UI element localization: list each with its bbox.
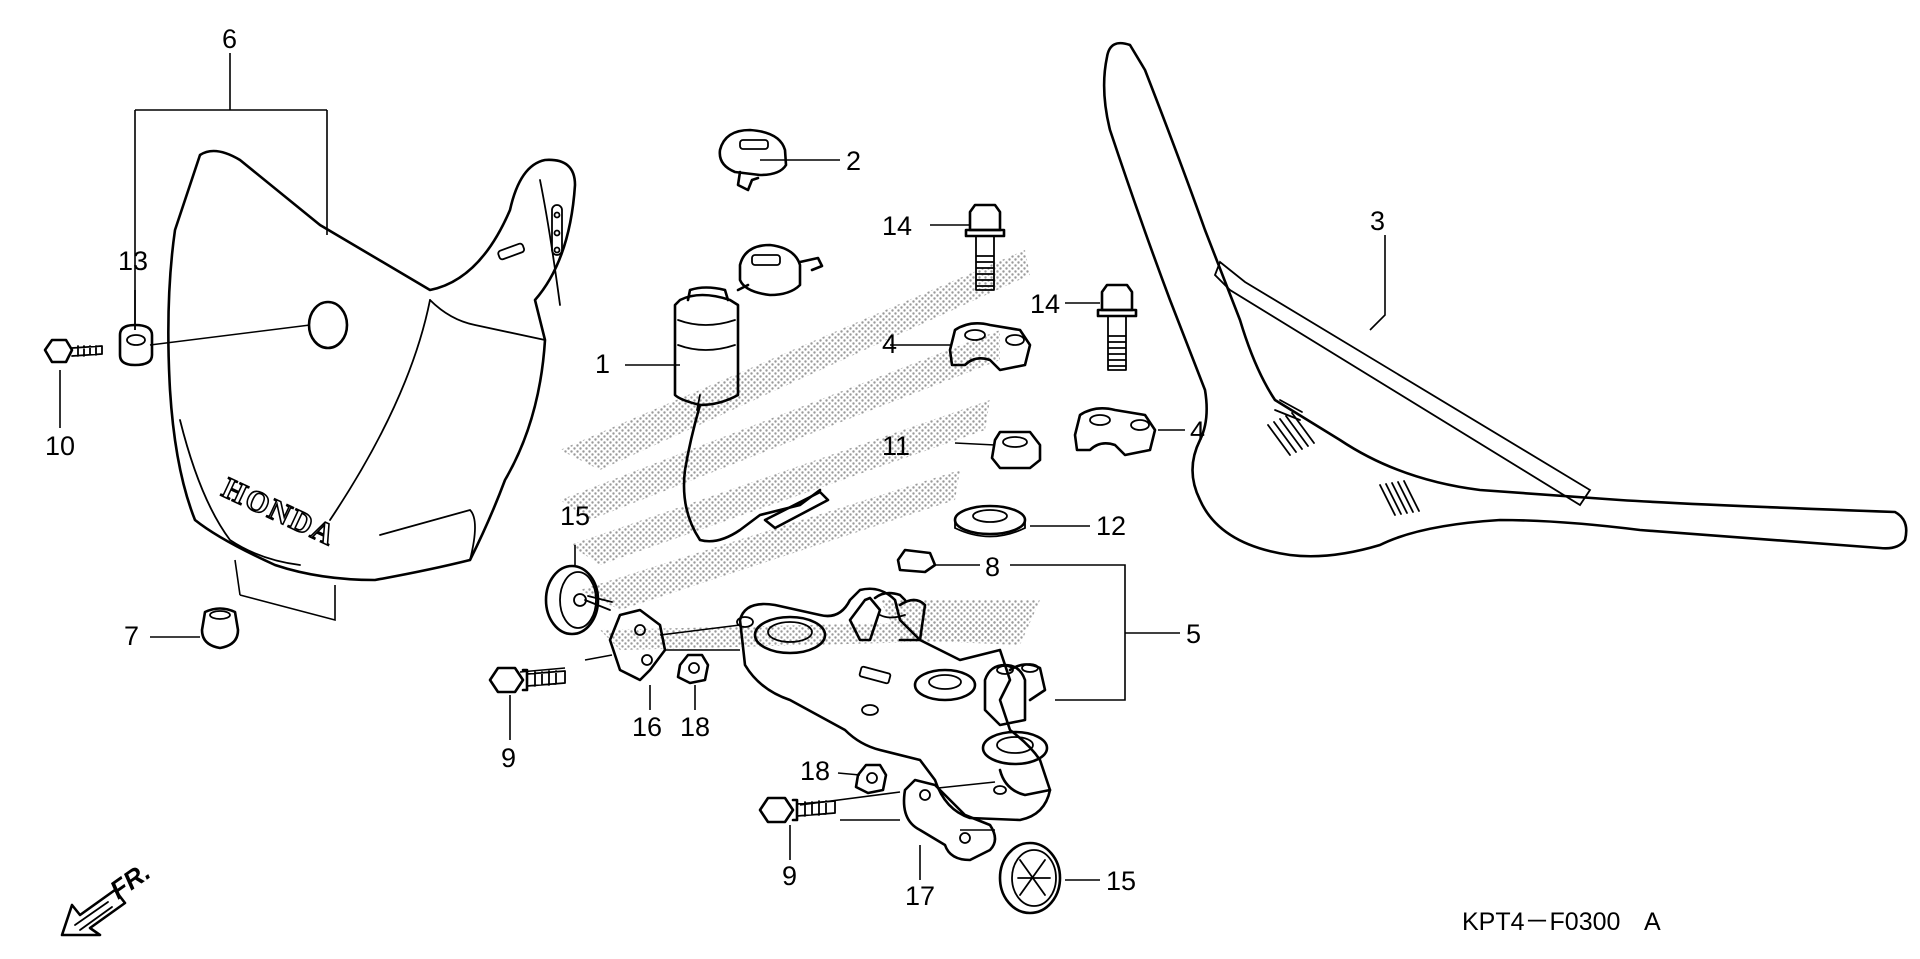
diagram-reference: KPT4－F0300 A (1462, 908, 1661, 936)
callout-17: 17 (905, 881, 935, 911)
flange-nut-lower (854, 763, 888, 795)
holder-upper-left (948, 322, 1032, 372)
washer (953, 504, 1027, 538)
flange-bolt-top (964, 203, 1006, 291)
callout-1: 1 (595, 349, 610, 379)
callout-9-upper: 9 (501, 743, 516, 773)
callout-18-upper: 18 (680, 712, 710, 742)
rubber-mount (200, 607, 240, 650)
callout-4-upper: 4 (882, 329, 897, 359)
callout-4-right: 4 (1190, 416, 1205, 446)
callout-15-left: 15 (560, 501, 590, 531)
callout-14-right: 14 (1030, 289, 1060, 319)
callout-labels: 1 2 3 4 4 5 6 7 8 9 9 10 11 12 13 14 14 … (45, 24, 1385, 911)
holder-upper-right (1073, 407, 1157, 457)
callout-16: 16 (632, 712, 662, 742)
handlebar-knurl-right (1379, 480, 1420, 516)
bolt-9-upper (488, 666, 566, 694)
lock-plate (896, 548, 937, 574)
stipple-shading (560, 250, 1040, 650)
ignition-switch (673, 243, 830, 543)
front-direction-label: FR. (104, 856, 156, 905)
callout-13: 13 (118, 246, 148, 276)
callout-2: 2 (846, 146, 861, 176)
callout-7: 7 (124, 621, 139, 651)
leader-lines (59, 53, 1386, 881)
handlebar (1102, 41, 1908, 558)
diagram-code: KPT4－F0300 (1462, 908, 1620, 936)
brand-logo-text: HONDA (217, 471, 341, 552)
handlebar-knurl-left (1267, 412, 1315, 456)
callout-12: 12 (1096, 511, 1126, 541)
callout-8: 8 (985, 552, 1000, 582)
callout-15-right: 15 (1106, 866, 1136, 896)
grommet (118, 323, 154, 367)
diagram-variant: A (1644, 908, 1661, 936)
front-direction-arrow: FR. (60, 856, 156, 937)
callout-10: 10 (45, 431, 75, 461)
steering-stem-nut (990, 430, 1042, 470)
callout-5: 5 (1186, 619, 1201, 649)
flange-nut-upper (676, 653, 710, 685)
bolt-10 (43, 338, 103, 364)
callout-14-upper: 14 (882, 211, 912, 241)
callout-18-lower: 18 (800, 756, 830, 786)
callout-6: 6 (222, 24, 237, 54)
cap-left (544, 564, 613, 636)
top-bridge (736, 587, 1052, 822)
number-plate: HONDA (167, 149, 577, 582)
ignition-key (718, 128, 788, 192)
cap-right (998, 841, 1062, 915)
callout-11: 11 (882, 431, 910, 461)
flange-bolt-right (1096, 283, 1138, 371)
callout-3: 3 (1370, 206, 1385, 236)
callout-9-lower: 9 (782, 861, 797, 891)
bracket-17 (902, 778, 997, 862)
